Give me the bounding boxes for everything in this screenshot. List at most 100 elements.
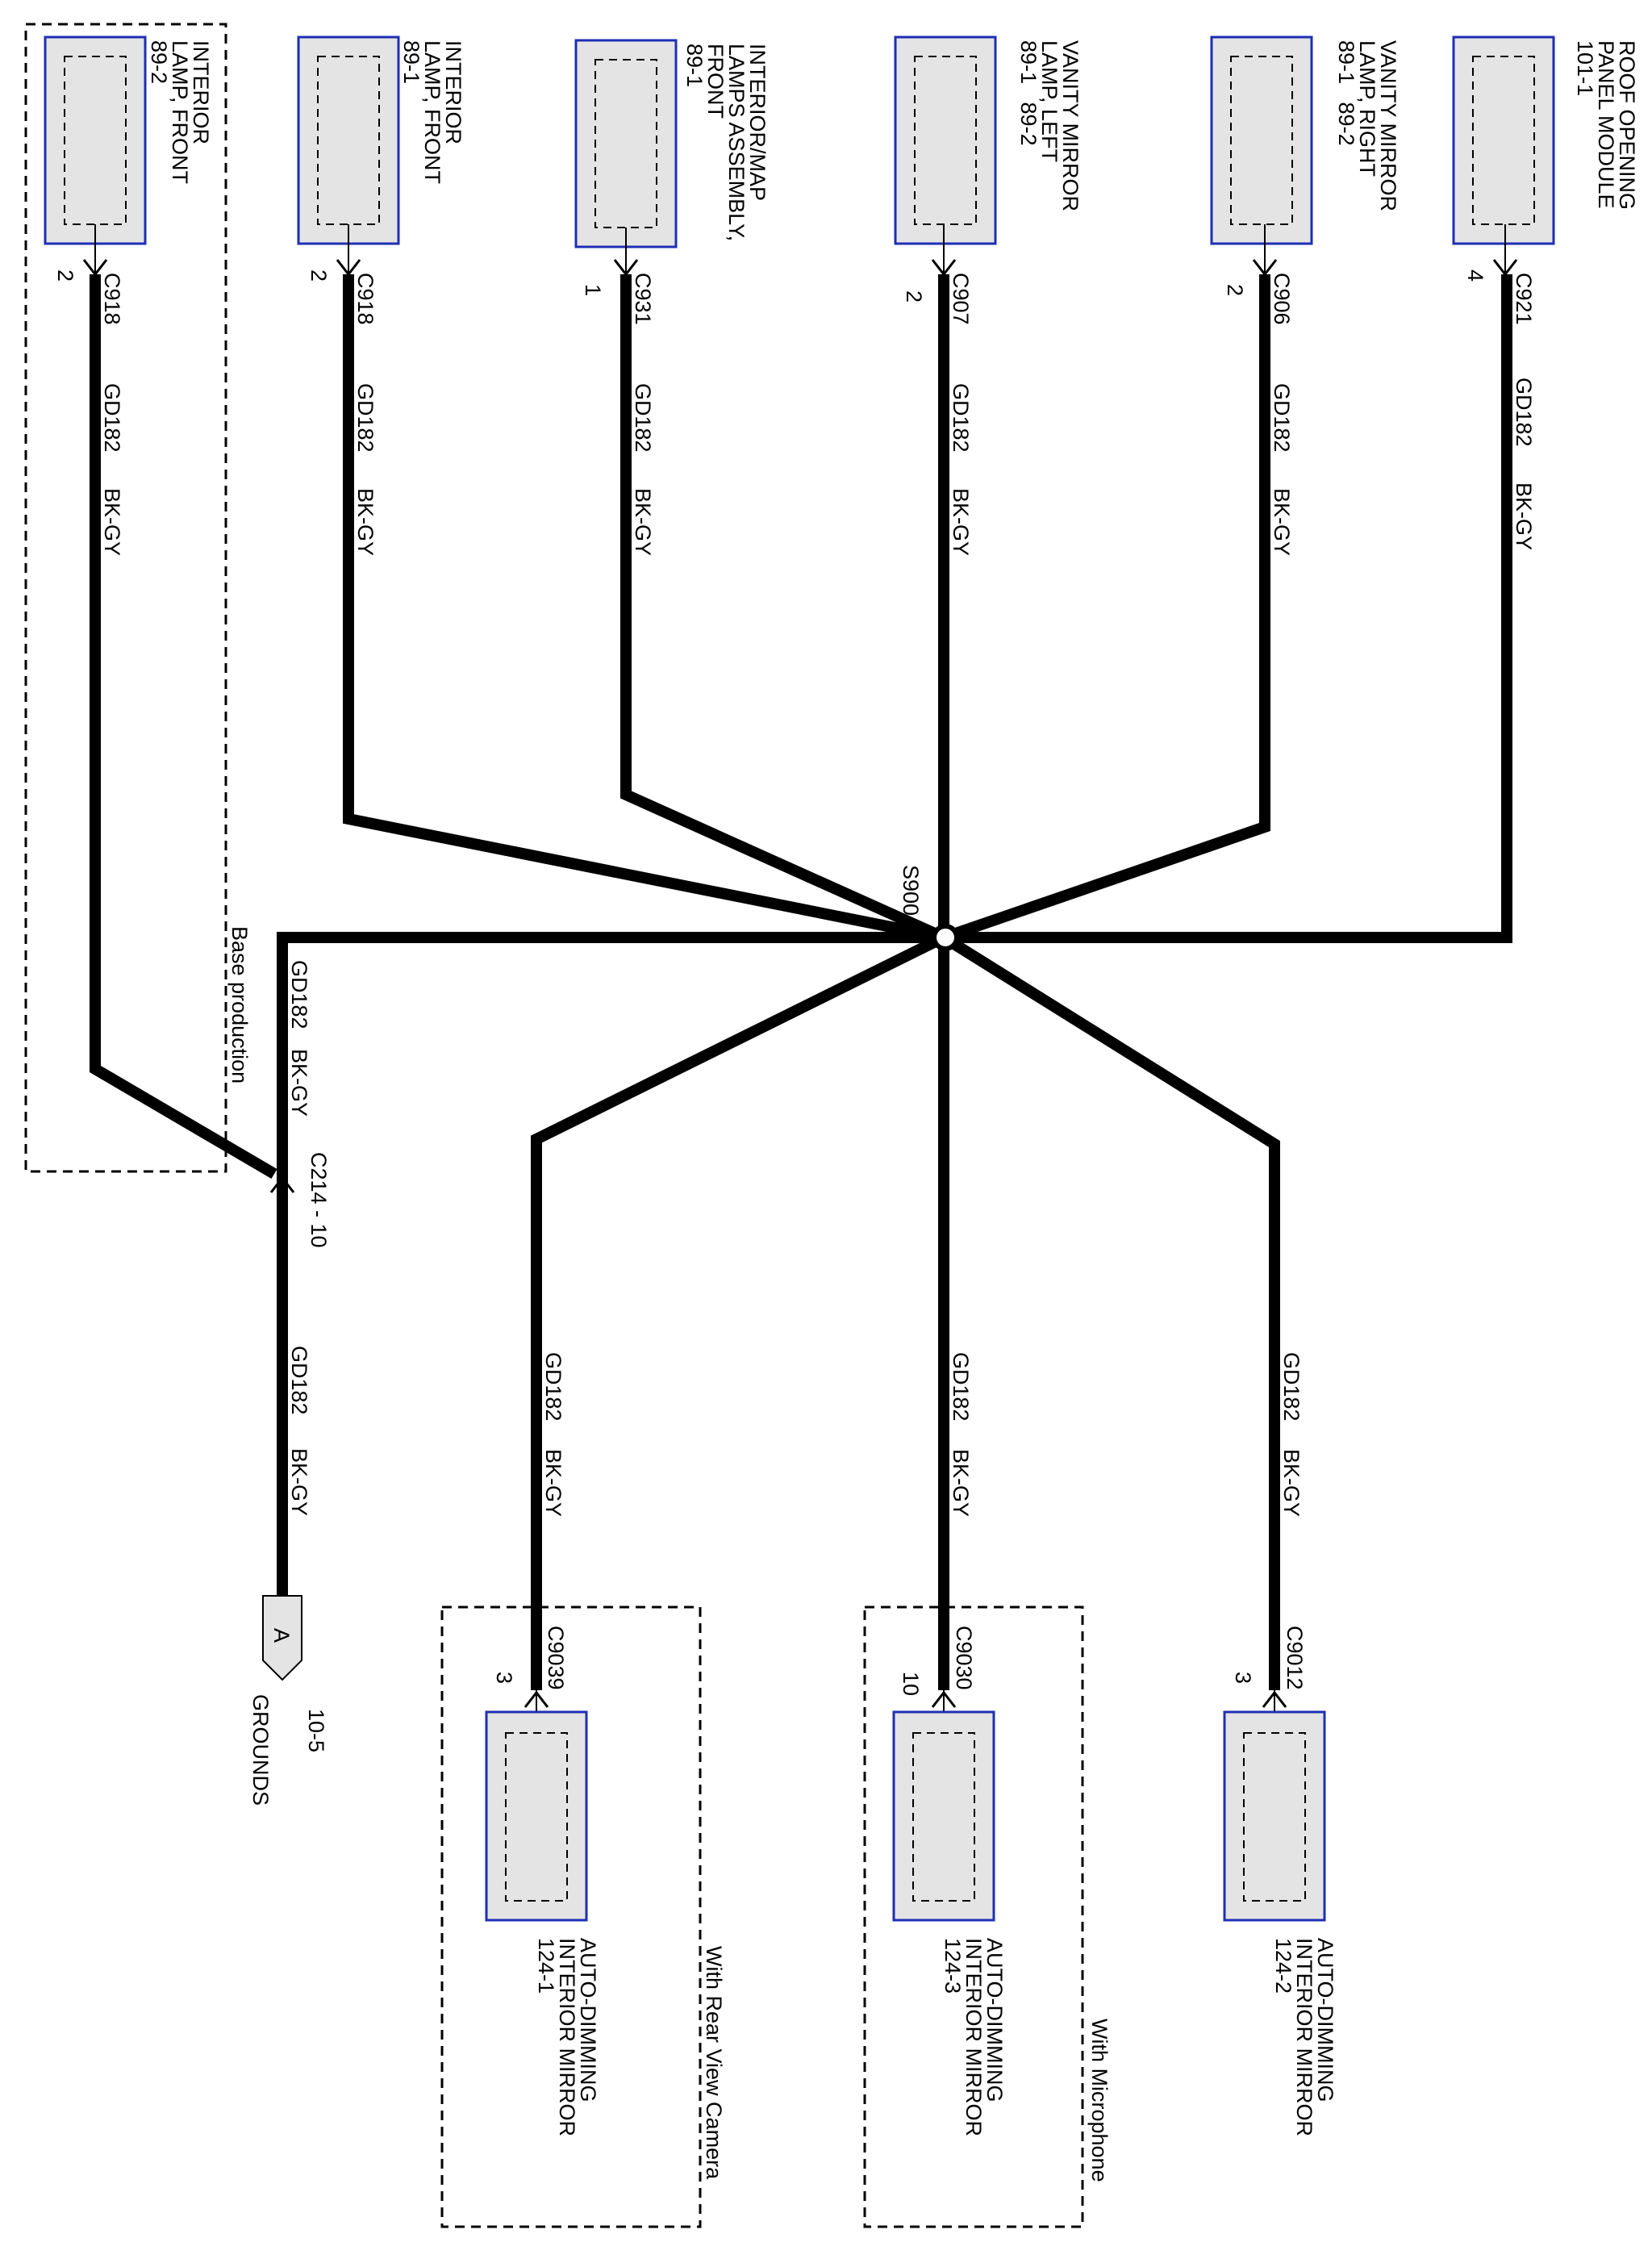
- wire-mirror-124-2: [941, 933, 1280, 1690]
- microphone-label: With Microphone: [1087, 2019, 1112, 2182]
- ground-reference-icon: [262, 1595, 302, 1681]
- pin-number: 2: [1223, 284, 1247, 296]
- circuit-id: GD182: [1279, 1352, 1304, 1422]
- circuit-id: GD182: [100, 383, 124, 453]
- ground-ref-letter: A: [269, 1628, 294, 1643]
- rear-view-camera-region: [440, 1606, 702, 2228]
- component-name: LAMP, LEFT: [1037, 40, 1062, 162]
- ground-ref-name: GROUNDS: [248, 1694, 273, 1806]
- pin-number: 3: [492, 1672, 516, 1684]
- connector-id: C9012: [1283, 1626, 1307, 1690]
- connector-id: C921: [1512, 273, 1536, 325]
- pin-number: 1: [581, 284, 605, 296]
- connector-arrow-icon: [336, 259, 361, 277]
- microphone-region: [863, 1606, 1084, 2228]
- component-name: VANITY MIRROR: [1058, 40, 1083, 211]
- component-name: INTERIOR MIRROR: [1292, 1938, 1316, 2136]
- component-name: FRONT: [703, 44, 728, 119]
- component-name: LAMPS ASSEMBLY,: [724, 44, 749, 241]
- wire-interior-lamp-89-1: [343, 274, 945, 943]
- svg-text:AUTO-DIMMING INTERIOR MI: AUTO-DIMMING INTERIOR MIRROR 124-3: [941, 1938, 1007, 2143]
- pin-number: 2: [307, 269, 331, 282]
- svg-text:VANITY MIRROR LAMP, LEFT: VANITY MIRROR LAMP, LEFT 89-1 89-2: [1016, 40, 1083, 218]
- component-inner-outline: [594, 59, 657, 228]
- component-inner-outline: [914, 56, 977, 225]
- ground-ref-page: 10-5: [304, 1709, 328, 1752]
- connector-arrow-icon: [1252, 259, 1278, 277]
- splice-s900: [932, 924, 959, 951]
- component-inner-outline: [912, 1732, 975, 1902]
- component-box: [1452, 35, 1555, 245]
- component-box: [1223, 1710, 1326, 1922]
- svg-text:INTERIOR LAMP, FRONT: INTERIOR LAMP, FRONT 89-2: [147, 40, 213, 190]
- wire-color: BK-GY: [353, 488, 378, 556]
- circuit-id: GD182: [353, 383, 378, 453]
- wire-base-branch: [277, 932, 944, 1618]
- connector-arrow-icon: [931, 1690, 957, 1708]
- component-ref: 101-1: [1573, 40, 1597, 96]
- pin-number: 2: [902, 290, 926, 303]
- component-name: INTERIOR MIRROR: [962, 1938, 986, 2136]
- inline-connector-arrow-icon: [269, 1175, 295, 1193]
- wire-map-lamps: [620, 274, 946, 943]
- wire-color: BK-GY: [287, 1049, 311, 1117]
- component-name: AUTO-DIMMING: [576, 1938, 600, 2102]
- component-inner-outline: [1230, 56, 1293, 225]
- pin-number: 3: [1231, 1672, 1255, 1684]
- rear-view-camera-label: With Rear View Camera: [702, 1946, 726, 2180]
- component-ref: 89-1 89-2: [1016, 40, 1041, 146]
- component-box: [574, 39, 678, 248]
- svg-text:INTERIOR/MAP LAMPS ASSEM: INTERIOR/MAP LAMPS ASSEMBLY, FRONT 89-1: [682, 44, 770, 248]
- component-box: [485, 1710, 588, 1922]
- component-name: ROOF OPENING: [1615, 40, 1639, 210]
- component-auto-dimming-mirror-124-2: GD182 BK-GY 3 C9012 AUTO-DIMMING INTERIO…: [1223, 1352, 1337, 2143]
- wire-color: BK-GY: [1512, 482, 1536, 550]
- component-ref: 89-1 89-2: [1334, 40, 1358, 146]
- component-name: LAMP, FRONT: [420, 40, 444, 184]
- circuit-id: GD182: [541, 1352, 565, 1422]
- connector-id: C931: [631, 273, 655, 325]
- component-ref: 89-1: [399, 40, 423, 84]
- wire-color: BK-GY: [541, 1449, 565, 1517]
- connector-arrow-icon: [931, 259, 957, 277]
- connector-id: C907: [949, 273, 973, 325]
- component-name: INTERIOR: [189, 40, 213, 144]
- component-name: PANEL MODULE: [1594, 40, 1618, 209]
- component-ref: 124-1: [534, 1938, 558, 1994]
- connector-id: C9030: [952, 1626, 976, 1690]
- connector-arrow-icon: [524, 1690, 549, 1708]
- svg-text:ROOF OPENING PANEL MODUL: ROOF OPENING PANEL MODULE 101-1: [1573, 40, 1639, 216]
- wire-color: BK-GY: [631, 488, 655, 556]
- connector-id: C9039: [544, 1626, 568, 1690]
- component-box: [894, 35, 997, 245]
- wire-color: BK-GY: [100, 488, 124, 556]
- component-ref: 89-2: [147, 40, 171, 84]
- splice-label: S900: [899, 865, 923, 916]
- base-production-label: Base production: [227, 926, 252, 1084]
- wire-color: BK-GY: [1279, 1449, 1304, 1517]
- component-box: [892, 1710, 995, 1922]
- wire-mirror-124-1: [531, 932, 947, 1690]
- connector-arrow-icon: [1492, 259, 1518, 277]
- component-ref: 124-2: [1271, 1938, 1295, 1994]
- circuit-id: GD182: [949, 1352, 973, 1422]
- component-name: INTERIOR/MAP: [745, 44, 770, 201]
- component-box: [297, 35, 400, 245]
- component-box: [1210, 35, 1313, 245]
- connector-arrow-icon: [613, 259, 639, 277]
- wire-color: BK-GY: [1270, 488, 1294, 556]
- circuit-id: GD182: [949, 383, 973, 453]
- component-name: LAMP, RIGHT: [1355, 40, 1379, 177]
- component-name: INTERIOR MIRROR: [555, 1938, 579, 2136]
- component-inner-outline: [505, 1732, 568, 1902]
- component-ref: 124-3: [941, 1938, 965, 1994]
- wires: [90, 274, 1512, 1690]
- svg-text:VANITY MIRROR LAMP, RIGH: VANITY MIRROR LAMP, RIGHT 89-1 89-2: [1334, 40, 1400, 218]
- component-name: LAMP, FRONT: [168, 40, 192, 184]
- component-vanity-mirror-lamp-right: VANITY MIRROR LAMP, RIGHT 89-1 89-2 2 C9…: [1210, 35, 1400, 556]
- component-name: AUTO-DIMMING: [1313, 1938, 1337, 2102]
- wire-color: BK-GY: [949, 488, 973, 556]
- connector-arrow-icon: [82, 259, 108, 277]
- svg-text:AUTO-DIMMING INTERIOR MI: AUTO-DIMMING INTERIOR MIRROR 124-2: [1271, 1938, 1337, 2143]
- circuit-id: GD182: [631, 383, 655, 453]
